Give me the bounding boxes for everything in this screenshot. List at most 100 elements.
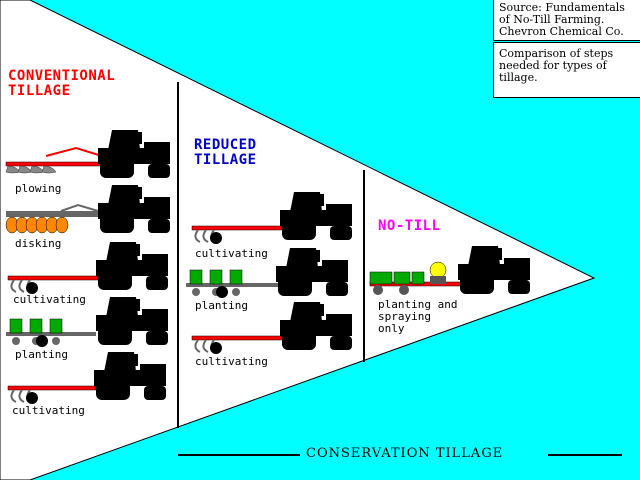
tine: [18, 389, 25, 403]
tractor-exhaust: [316, 250, 320, 262]
disk-frame: [6, 211, 98, 217]
tractor-icon: [280, 192, 352, 240]
tractor-exhaust: [320, 194, 324, 206]
tractor-cab: [108, 185, 140, 205]
tractor-icon: [458, 246, 530, 294]
cultivator-implement: [7, 385, 97, 404]
tractor-cab: [290, 302, 322, 322]
tractor-front-wheel: [146, 331, 168, 345]
tine: [10, 389, 17, 403]
tractor-front-wheel: [326, 282, 348, 296]
spray-tank: [429, 261, 447, 279]
tractor-rear-wheel: [282, 218, 316, 240]
tine: [10, 279, 17, 293]
seed-box: [393, 271, 411, 285]
tractor-front-wheel: [148, 219, 170, 233]
tine: [202, 339, 209, 353]
tractor-exhaust: [138, 132, 142, 144]
tine: [194, 339, 201, 353]
planter-drive-wheel: [216, 286, 228, 298]
planter-wheel: [373, 285, 383, 295]
source-line: Chevron Chemical Co.: [499, 25, 624, 38]
gauge-wheel: [210, 342, 222, 354]
tractor-rear-wheel: [98, 323, 132, 345]
planter-wheel: [232, 288, 240, 296]
tractor-icon: [98, 185, 170, 233]
tractor-front-wheel: [330, 336, 352, 350]
planter-implement: [186, 269, 286, 298]
seed-box: [189, 269, 203, 285]
tractor-cab: [106, 242, 138, 262]
gauge-wheel: [26, 282, 38, 294]
caption-line: Comparison of steps: [499, 47, 614, 60]
planter-implement: [6, 318, 96, 347]
label-line: only: [378, 322, 405, 335]
tractor-cab: [108, 130, 140, 150]
planter-wheel: [399, 285, 409, 295]
source-line: Source: Fundamentals: [499, 1, 625, 14]
planter-wheel: [192, 288, 200, 296]
tractor-front-wheel: [508, 280, 530, 294]
tractor-rear-wheel: [98, 268, 132, 290]
heading-line: TILLAGE: [194, 152, 257, 168]
tractor-cab: [106, 297, 138, 317]
tractor-rear-wheel: [278, 274, 312, 296]
tractor-hood: [504, 258, 530, 266]
tractor-front-wheel: [330, 226, 352, 240]
heading-line: TILLAGE: [8, 83, 71, 99]
plow-frame: [45, 146, 103, 157]
tractor-hood: [144, 197, 170, 205]
gauge-wheel: [26, 392, 38, 404]
planter-wheel: [52, 337, 60, 345]
heading-line: CONVENTIONAL: [8, 68, 116, 84]
tractor-rear-wheel: [96, 378, 130, 400]
planter-sprayer-implement: [369, 261, 463, 295]
tractor-exhaust: [138, 187, 142, 199]
conservation-tillage-label: CONSERVATION TILLAGE: [306, 446, 504, 461]
seed-box: [49, 318, 63, 334]
tine: [18, 279, 25, 293]
planter-bar: [186, 283, 286, 287]
seed-box: [29, 318, 43, 334]
tractor-hood: [144, 142, 170, 150]
tractor-hood: [142, 254, 168, 262]
planter-wheel: [12, 337, 20, 345]
tractor-icon: [98, 130, 170, 178]
plow-bar: [5, 161, 103, 167]
tractor-exhaust: [136, 299, 140, 311]
tractor-icon: [276, 248, 348, 296]
tractor-icon: [94, 352, 166, 400]
step-label-cultivating: cultivating: [13, 293, 86, 306]
tractor-icon: [96, 242, 168, 290]
tractor-hood: [322, 260, 348, 268]
implement-bar: [191, 335, 283, 341]
heading-line: REDUCED: [194, 137, 257, 153]
tractor-exhaust: [498, 248, 502, 260]
tractor-cab: [290, 192, 322, 212]
no-till-heading: NO-TILL: [378, 218, 441, 234]
label-line: planting and: [378, 298, 458, 311]
planter-bar: [6, 332, 96, 336]
tractor-rear-wheel: [100, 156, 134, 178]
tractor-icon: [96, 297, 168, 345]
tractor-cab: [468, 246, 500, 266]
source-line: of No-Till Farming.: [499, 13, 605, 26]
tractor-exhaust: [136, 244, 140, 256]
seed-box: [229, 269, 243, 285]
tractor-exhaust: [134, 354, 138, 366]
step-label-cultivating: cultivating: [195, 247, 268, 260]
seed-box: [411, 271, 425, 285]
source-box: Source: Fundamentals of No-Till Farming.…: [493, 0, 640, 41]
tractor-hood: [140, 364, 166, 372]
disk-hitch: [60, 203, 99, 212]
tractor-front-wheel: [146, 276, 168, 290]
step-label-cultivating: cultivating: [195, 355, 268, 368]
step-label-disking: disking: [15, 237, 62, 250]
tine: [202, 229, 209, 243]
cultivator-implement: [191, 335, 283, 354]
disk-implement: [5, 203, 99, 234]
implement-bar: [7, 275, 99, 281]
step-label-plowing: plowing: [15, 182, 62, 195]
seed-box: [369, 271, 393, 285]
